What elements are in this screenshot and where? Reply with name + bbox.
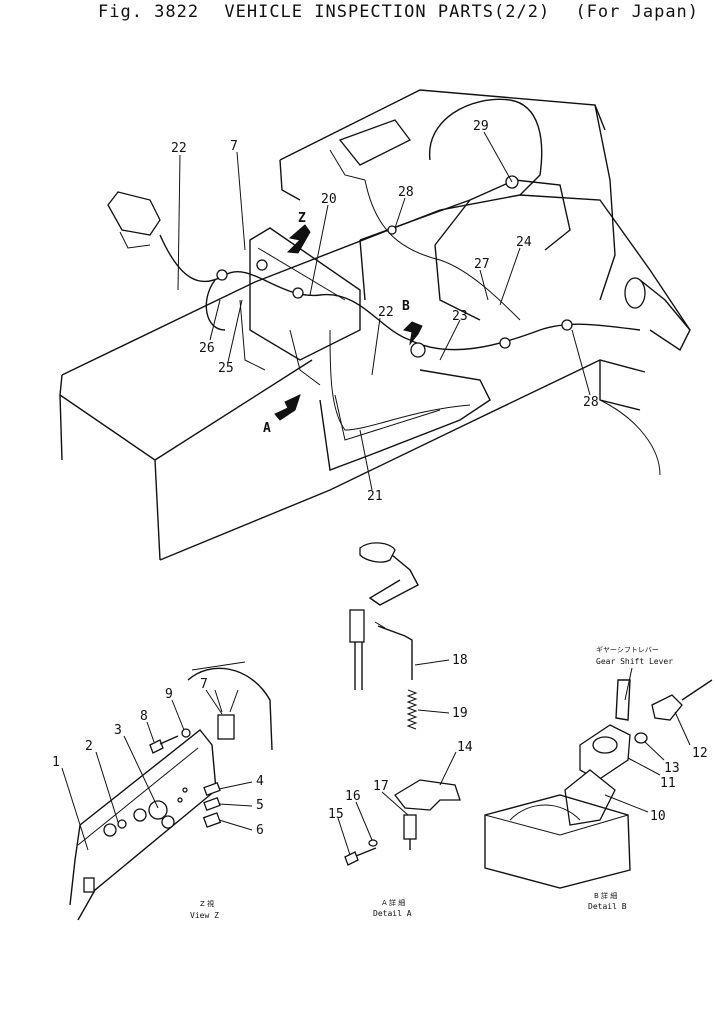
detail-b-group: ギヤーシフトレバー Gear Shift Lever 12 — [484, 646, 713, 911]
main-leaders — [177, 131, 591, 491]
callout-7b: 7 — [200, 677, 208, 692]
detail-a-caption-jp: A 詳 細 — [382, 898, 405, 907]
callout-12: 12 — [692, 746, 708, 761]
callout-9: 9 — [165, 687, 173, 702]
callout-28b: 28 — [583, 395, 599, 410]
main-callouts: 22 7 20 29 28 24 27 22 23 26 25 28 21 — [171, 119, 599, 504]
callout-22: 22 — [171, 141, 187, 156]
callout-4: 4 — [256, 774, 264, 789]
callout-6: 6 — [256, 823, 264, 838]
gear-shift-lever-label: Gear Shift Lever — [596, 657, 673, 666]
callout-14: 14 — [457, 740, 473, 755]
marker-a: A — [263, 421, 271, 436]
callout-21: 21 — [367, 489, 383, 504]
view-z-caption: View Z — [190, 911, 219, 920]
detail-a-group: 18 19 14 17 16 15 A 詳 細 Detail A — [328, 542, 473, 918]
callout-29: 29 — [473, 119, 489, 134]
figure-number: Fig. 3822 — [98, 2, 200, 22]
figure-title: Fig. 3822 VEHICLE INSPECTION PARTS(2/2) … — [98, 2, 713, 22]
callout-28: 28 — [398, 185, 414, 200]
callout-18: 18 — [452, 653, 468, 668]
callout-8: 8 — [140, 709, 148, 724]
callout-20: 20 — [321, 192, 337, 207]
callout-26: 26 — [199, 341, 215, 356]
view-markers: Z A B — [263, 211, 423, 436]
callout-13: 13 — [664, 761, 680, 776]
detail-b-caption-jp: B 詳 細 — [594, 891, 617, 900]
callout-11: 11 — [660, 776, 676, 791]
callout-24: 24 — [516, 235, 532, 250]
callout-27: 27 — [474, 257, 490, 272]
gear-shift-lever-jp: ギヤーシフトレバー — [596, 646, 659, 654]
detail-b-caption: Detail B — [588, 902, 627, 911]
detail-b-arrow — [403, 321, 423, 346]
callout-5: 5 — [256, 798, 264, 813]
callout-25: 25 — [218, 361, 234, 376]
callout-15: 15 — [328, 807, 344, 822]
view-z-caption-jp: Z 視 — [200, 899, 214, 908]
figure-heading: VEHICLE INSPECTION PARTS(2/2) — [224, 2, 551, 22]
figure-region: (For Japan) — [575, 2, 700, 22]
callout-3: 3 — [114, 723, 122, 738]
view-z-panel: 1 2 3 4 5 6 8 9 7 Z 視 View Z — [52, 661, 273, 921]
callout-1: 1 — [52, 755, 60, 770]
callout-16: 16 — [345, 789, 361, 804]
callout-19: 19 — [452, 706, 468, 721]
callout-17: 17 — [373, 779, 389, 794]
detail-a-arrow — [274, 394, 301, 421]
marker-z: Z — [298, 211, 306, 226]
marker-b: B — [402, 299, 410, 314]
vehicle-body-outline — [59, 89, 691, 561]
detail-a-caption: Detail A — [373, 909, 412, 918]
callout-2: 2 — [85, 739, 93, 754]
callout-23: 23 — [452, 309, 468, 324]
view-z-arrow — [286, 224, 311, 254]
callout-7: 7 — [230, 139, 238, 154]
callout-10: 10 — [650, 809, 666, 824]
callout-22b: 22 — [378, 305, 394, 320]
